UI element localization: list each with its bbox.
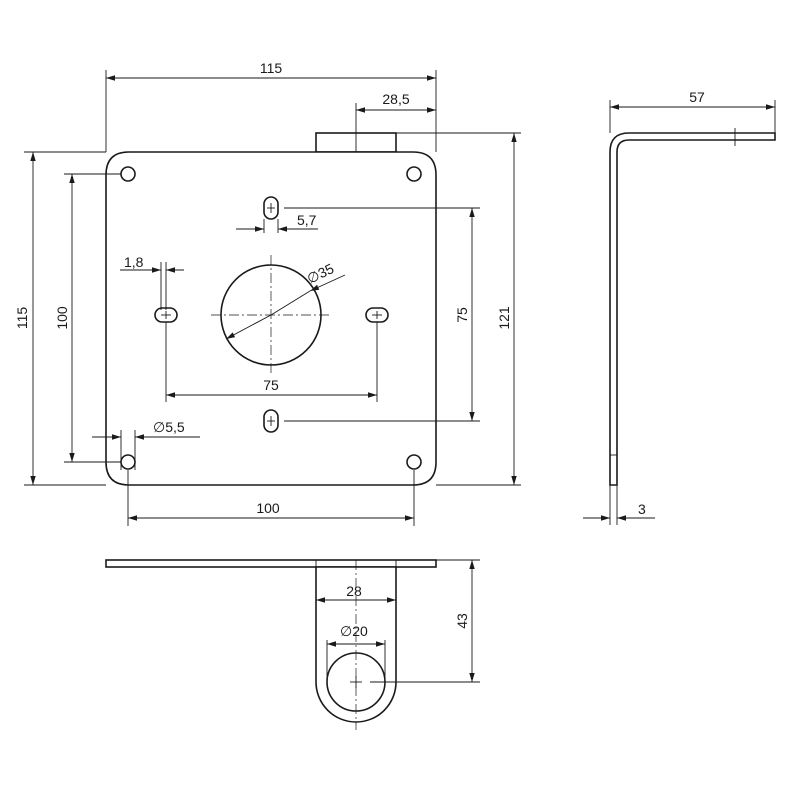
dim-text-center-hole: ∅35 bbox=[304, 260, 336, 287]
dim-text-tab-hole: ∅20 bbox=[340, 623, 368, 639]
corner-hole-bottom-right bbox=[406, 454, 422, 470]
dim-text-hole-vertical: 100 bbox=[54, 306, 70, 330]
bottom-view: 28 ∅20 43 bbox=[105, 559, 480, 730]
dim-text-right-height: 121 bbox=[496, 306, 512, 330]
dim-text-side-width: 57 bbox=[689, 89, 705, 105]
leader-center-hole-inner bbox=[225, 314, 272, 340]
dim-text-hole-horizontal: 100 bbox=[256, 500, 280, 516]
dim-text-slot-width: 5,7 bbox=[297, 212, 317, 228]
angle-bracket-profile bbox=[609, 132, 776, 486]
diameter-symbol: ∅ bbox=[153, 419, 165, 435]
leader-center-hole-mid bbox=[270, 290, 311, 316]
dim-text-left-height: 115 bbox=[14, 307, 30, 330]
dim-text-slot-vertical: 75 bbox=[454, 307, 470, 323]
dim-value-tab-hole: 20 bbox=[352, 623, 368, 639]
dim-text-thickness: 3 bbox=[638, 501, 646, 517]
corner-hole-top-right bbox=[406, 166, 422, 182]
diameter-symbol: ∅ bbox=[340, 623, 352, 639]
dim-text-tab-height: 43 bbox=[454, 613, 470, 629]
dim-text-top-width: 115 bbox=[260, 60, 283, 76]
side-view: 57 3 bbox=[583, 89, 776, 525]
dim-text-tab-offset: 28,5 bbox=[382, 91, 409, 107]
slot-top bbox=[263, 196, 279, 220]
leader-center-hole-outer bbox=[309, 274, 346, 292]
dim-value-corner-hole: 5,5 bbox=[165, 419, 185, 435]
dim-text-slot-horizontal: 75 bbox=[263, 377, 279, 393]
dim-text-slot-play: 1,8 bbox=[124, 254, 144, 270]
bottom-plate-edge bbox=[105, 559, 437, 568]
dim-text-tab-width: 28 bbox=[346, 583, 362, 599]
slot-bottom bbox=[263, 409, 279, 433]
front-view-dimensions: 115 28,5 115 100 5,7 1,8 ∅35 bbox=[14, 60, 521, 526]
dim-text-corner-hole: ∅5,5 bbox=[153, 419, 185, 435]
dim-value-center-hole: 35 bbox=[315, 260, 336, 281]
